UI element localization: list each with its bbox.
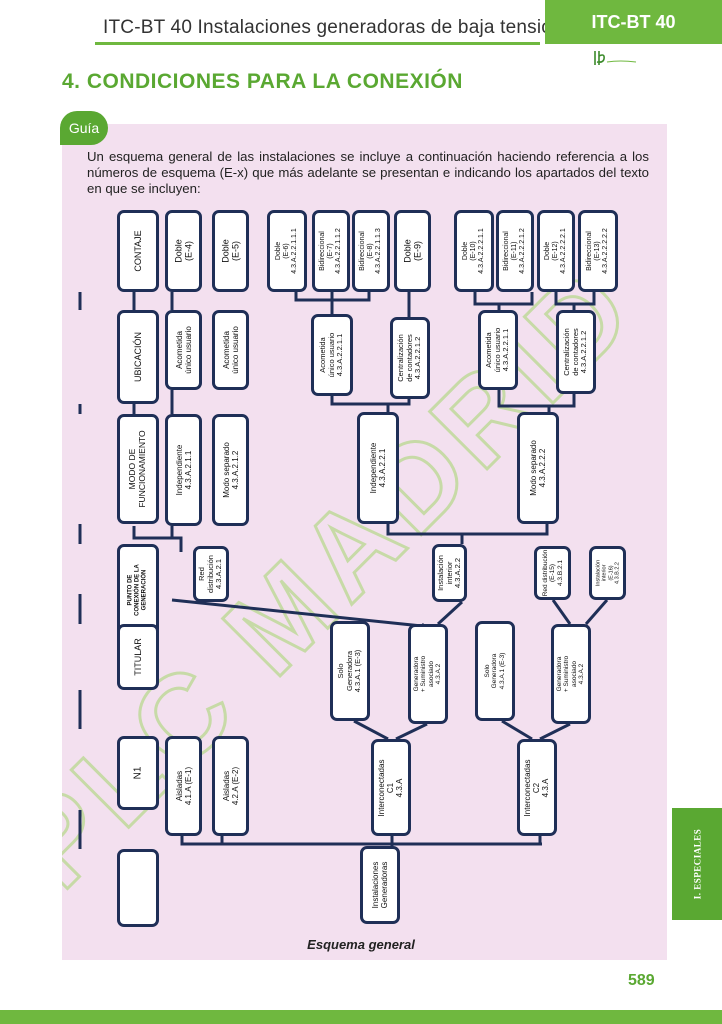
guia-badge: Guía	[60, 111, 108, 145]
node-doble-e12-text: Doble(E-12)4.3.A.2.2.2.2.1	[543, 228, 568, 274]
side-tab-label: I. ESPECIALES	[692, 828, 702, 900]
node-doble-e6-text: Doble(E-6)4.3.A.2.2.1.1.1	[274, 228, 299, 274]
page-number: 589	[628, 972, 655, 989]
node-doble-e5-text: Doble(E-5)	[220, 239, 241, 263]
node-doble-e6: Doble(E-6)4.3.A.2.2.1.1.1	[267, 210, 307, 292]
header-rule	[95, 42, 540, 45]
diagram-caption: Esquema general	[307, 937, 415, 952]
node-doble-e9-text: Doble(E-9)	[402, 239, 423, 263]
node-blank	[117, 849, 159, 927]
section-title: 4. CONDICIONES PARA LA CONEXIÓN	[62, 70, 463, 93]
side-tab: I. ESPECIALES	[672, 808, 722, 920]
node-doble-e10: Doble(E-10)4.3.A.2.2.2.1.1	[454, 210, 494, 292]
node-bidireccional-e7: Bidireccional(E-7)4.3.A.2.2.1.1.2	[312, 210, 350, 292]
node-bidireccional-e13-text: Bidireccional(E-13)4.3.A.2.2.2.2.2	[585, 228, 610, 274]
node-doble-e5: Doble(E-5)	[212, 210, 249, 292]
node-n1-text: N1	[132, 766, 144, 780]
general-scheme-diagram: CONTAJE Doble(E-4) Doble(E-5) Doble(E-6)…	[62, 124, 667, 960]
node-bidireccional-e8-text: Bidireccional(E-8)4.3.A.2.2.1.1.3	[358, 228, 383, 274]
header-tab: ITC-BT 40	[545, 0, 722, 44]
node-bidireccional-e8: Bidireccional(E-8)4.3.A.2.2.1.1.3	[352, 210, 390, 292]
node-contaje: CONTAJE	[117, 210, 159, 292]
node-bidireccional-e11: Bidireccional(E-11)4.3.A.2.2.2.1.2	[496, 210, 534, 292]
footer-rule	[0, 1010, 722, 1024]
node-doble-e4: Doble(E-4)	[165, 210, 202, 292]
node-red-distribucion-e15-text: Red distribución(E-15)4.3.B.2.1	[541, 549, 564, 597]
header-title: ITC-BT 40 Instalaciones generadoras de b…	[103, 17, 563, 38]
node-red-distribucion-e15: Red distribución(E-15)4.3.B.2.1	[534, 546, 571, 600]
node-bidireccional-e11-text: Bidireccional(E-11)4.3.A.2.2.2.1.2	[502, 228, 527, 274]
logo-icon	[594, 51, 637, 65]
node-bidireccional-e7-text: Bidireccional(E-7)4.3.A.2.2.1.1.2	[318, 228, 343, 274]
node-titular-text: TITULAR	[132, 638, 143, 676]
node-ubicacion: UBICACIÓN	[117, 310, 159, 404]
node-doble-e12: Doble(E-12)4.3.A.2.2.2.2.1	[537, 210, 575, 292]
node-ubicacion-text: UBICACIÓN	[132, 331, 143, 383]
node-titular: TITULAR	[117, 624, 159, 690]
node-bidireccional-e13: Bidireccional(E-13)4.3.A.2.2.2.2.2	[578, 210, 618, 292]
intro-paragraph: Un esquema general de las instalaciones …	[87, 149, 649, 196]
node-doble-e9: Doble(E-9)	[394, 210, 431, 292]
node-doble-e10-text: Doble(E-10)4.3.A.2.2.2.1.1	[461, 228, 486, 274]
node-n1: N1	[117, 736, 159, 810]
node-doble-e4-text: Doble(E-4)	[173, 239, 194, 263]
node-contaje-text: CONTAJE	[132, 230, 143, 272]
